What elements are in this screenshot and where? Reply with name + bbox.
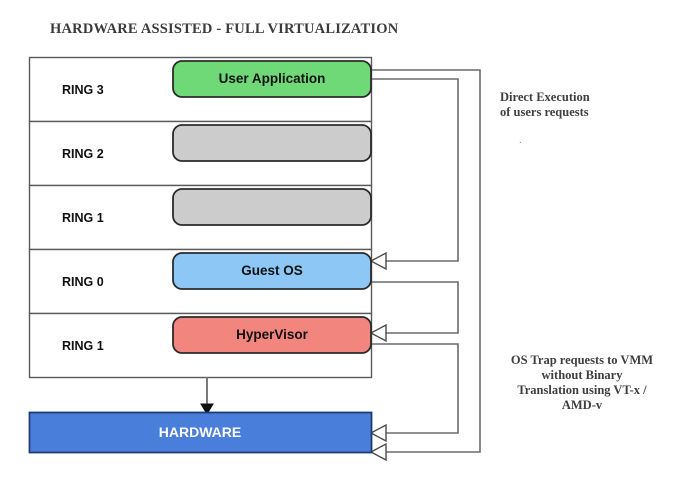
node-hardware[interactable] (28, 411, 373, 454)
arrowhead-hardware-upper (369, 423, 387, 443)
node-ring2-empty[interactable] (172, 124, 372, 162)
ring-label-3: RING 3 (62, 83, 104, 97)
node-label-hypervisor: HyperVisor (236, 327, 308, 342)
connector-userapp-to-guestos (371, 78, 459, 262)
diagram-title: HARDWARE ASSISTED - FULL VIRTUALIZATION (50, 21, 399, 37)
arrowhead-hypervisor (369, 323, 387, 343)
connector-hypervisor-to-hardware (371, 343, 459, 434)
annotation-dot-mark: . (519, 134, 522, 146)
connector-userapp-to-hardware (371, 69, 481, 453)
ring-nodes (172, 60, 372, 354)
arrowheads-hollow (369, 251, 387, 462)
arrowhead-guestos (369, 251, 387, 271)
ring-label-minus1: RING 1 (62, 339, 104, 353)
arrowhead-down-hardware (200, 403, 214, 415)
ring-label-0: RING 0 (62, 275, 104, 289)
ring-label-1: RING 1 (62, 211, 104, 225)
connectors (371, 69, 481, 453)
node-guest-os[interactable] (172, 252, 372, 290)
node-hypervisor[interactable] (172, 316, 372, 354)
arrowhead-hardware-lower (369, 442, 387, 462)
ring-label-2: RING 2 (62, 147, 104, 161)
node-label-user-application: User Application (218, 71, 326, 86)
node-label-guest-os: Guest OS (241, 263, 303, 278)
node-user-application[interactable] (172, 60, 372, 98)
hypervisor-hardware-arrow (200, 377, 214, 415)
node-ring1-empty[interactable] (172, 188, 372, 226)
connector-guestos-to-hypervisor (371, 281, 459, 334)
node-label-hardware: HARDWARE (158, 424, 242, 440)
